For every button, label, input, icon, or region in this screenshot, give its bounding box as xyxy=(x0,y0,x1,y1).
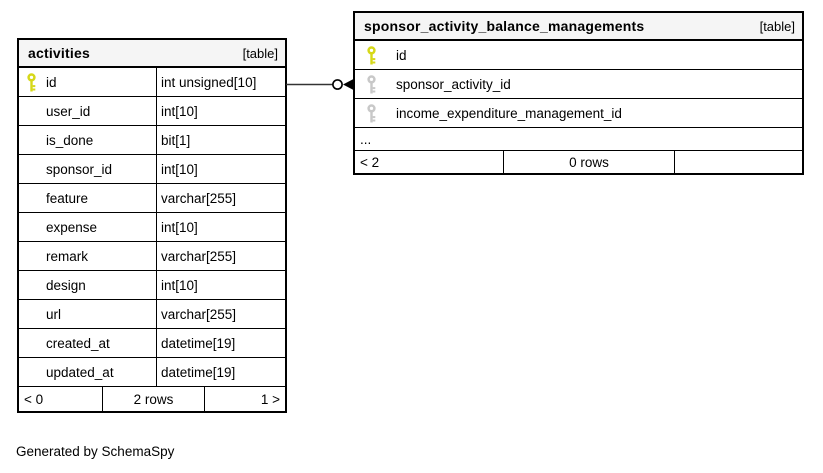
column-name-cell: remark xyxy=(19,242,157,270)
no-key-spacer xyxy=(26,276,37,295)
column-name: created_at xyxy=(46,335,110,351)
column-name-cell: updated_at xyxy=(19,358,157,386)
column-row-sponsor_id: sponsor_id int[10] xyxy=(19,155,285,184)
column-row-remark: remark varchar[255] xyxy=(19,242,285,271)
column-rows: id sponsor_activity_id income_expenditure_… xyxy=(355,41,802,128)
column-row-updated_at: updated_at datetime[19] xyxy=(19,358,285,387)
parent-relations-count: < 2 xyxy=(360,154,380,170)
column-name: is_done xyxy=(46,132,94,148)
no-key-spacer xyxy=(26,305,37,324)
column-name-cell: design xyxy=(19,271,157,299)
table-kind-label: [table] xyxy=(242,45,278,61)
column-name-cell: sponsor_activity_id xyxy=(355,70,802,98)
column-name: design xyxy=(46,277,86,293)
table-header: activities [table] xyxy=(19,40,285,68)
column-name: updated_at xyxy=(46,364,114,380)
column-name-cell: id xyxy=(355,41,802,69)
column-type: varchar[255] xyxy=(161,306,237,322)
column-name: sponsor_id xyxy=(46,161,113,177)
no-key-spacer xyxy=(26,363,37,382)
column-name-cell: sponsor_id xyxy=(19,155,157,183)
no-key-spacer xyxy=(26,334,37,353)
foreign-key-icon xyxy=(366,74,377,94)
column-row-feature: feature varchar[255] xyxy=(19,184,285,213)
column-type: datetime[19] xyxy=(161,364,236,380)
column-name-cell: user_id xyxy=(19,97,157,125)
column-type: int[10] xyxy=(161,219,198,235)
column-name: sponsor_activity_id xyxy=(396,76,511,92)
column-name-cell: id xyxy=(19,68,157,96)
relationship-connector xyxy=(286,79,354,90)
no-key-spacer xyxy=(26,247,37,266)
primary-key-icon xyxy=(366,45,377,65)
column-type: int[10] xyxy=(161,103,198,119)
column-type: int unsigned[10] xyxy=(161,74,257,90)
table-node-sponsor-activity-balance-managements[interactable]: sponsor_activity_balance_managements [ta… xyxy=(353,11,804,175)
column-row-design: design int[10] xyxy=(19,271,285,300)
no-key-spacer xyxy=(26,160,37,179)
no-key-spacer xyxy=(26,102,37,121)
column-row-created_at: created_at datetime[19] xyxy=(19,329,285,358)
column-name-cell: is_done xyxy=(19,126,157,154)
column-name: expense xyxy=(46,219,98,235)
row-count: 0 rows xyxy=(503,151,674,173)
column-row-id: id xyxy=(355,41,802,70)
column-type: datetime[19] xyxy=(161,335,236,351)
column-name: income_expenditure_management_id xyxy=(396,105,622,121)
child-relations-count xyxy=(674,151,802,173)
column-type: varchar[255] xyxy=(161,190,237,206)
column-row-is_done: is_done bit[1] xyxy=(19,126,285,155)
hidden-columns-ellipsis: ... xyxy=(355,128,802,151)
column-name: url xyxy=(46,306,62,322)
column-name-cell: created_at xyxy=(19,329,157,357)
relation-arrowhead xyxy=(343,79,354,90)
table-kind-label: [table] xyxy=(759,18,795,34)
no-key-spacer xyxy=(26,218,37,237)
column-name: user_id xyxy=(46,103,91,119)
table-name: activities xyxy=(28,45,90,61)
no-key-spacer xyxy=(26,131,37,150)
column-name-cell: url xyxy=(19,300,157,328)
parent-relations-count: < 0 xyxy=(24,391,44,407)
column-name-cell: income_expenditure_management_id xyxy=(355,99,802,127)
column-type: int[10] xyxy=(161,161,198,177)
column-name-cell: expense xyxy=(19,213,157,241)
primary-key-icon xyxy=(26,72,37,92)
relation-circle-end xyxy=(332,79,343,90)
column-row-url: url varchar[255] xyxy=(19,300,285,329)
column-type: varchar[255] xyxy=(161,248,237,264)
child-relations-count: 1 > xyxy=(204,387,285,411)
table-footer: < 2 0 rows xyxy=(355,151,802,173)
foreign-key-icon xyxy=(366,103,377,123)
no-key-spacer xyxy=(26,189,37,208)
row-count: 2 rows xyxy=(102,387,204,411)
generated-by-note: Generated by SchemaSpy xyxy=(16,444,175,459)
column-name: remark xyxy=(46,248,89,264)
column-type: int[10] xyxy=(161,277,198,293)
column-name: id xyxy=(396,47,407,63)
column-row-income_expenditure_management_id: income_expenditure_management_id xyxy=(355,99,802,128)
table-header: sponsor_activity_balance_managements [ta… xyxy=(355,13,802,41)
column-row-id: id int unsigned[10] xyxy=(19,68,285,97)
column-name: id xyxy=(46,74,57,90)
table-footer: < 0 2 rows 1 > xyxy=(19,387,285,411)
column-row-expense: expense int[10] xyxy=(19,213,285,242)
table-node-activities[interactable]: activities [table] id int unsigned[10] use… xyxy=(17,38,287,413)
column-type: bit[1] xyxy=(161,132,191,148)
column-name: feature xyxy=(46,190,89,206)
column-row-user_id: user_id int[10] xyxy=(19,97,285,126)
table-name: sponsor_activity_balance_managements xyxy=(364,18,645,34)
column-row-sponsor_activity_id: sponsor_activity_id xyxy=(355,70,802,99)
column-name-cell: feature xyxy=(19,184,157,212)
column-rows: id int unsigned[10] user_id int[10] is_done b… xyxy=(19,68,285,387)
